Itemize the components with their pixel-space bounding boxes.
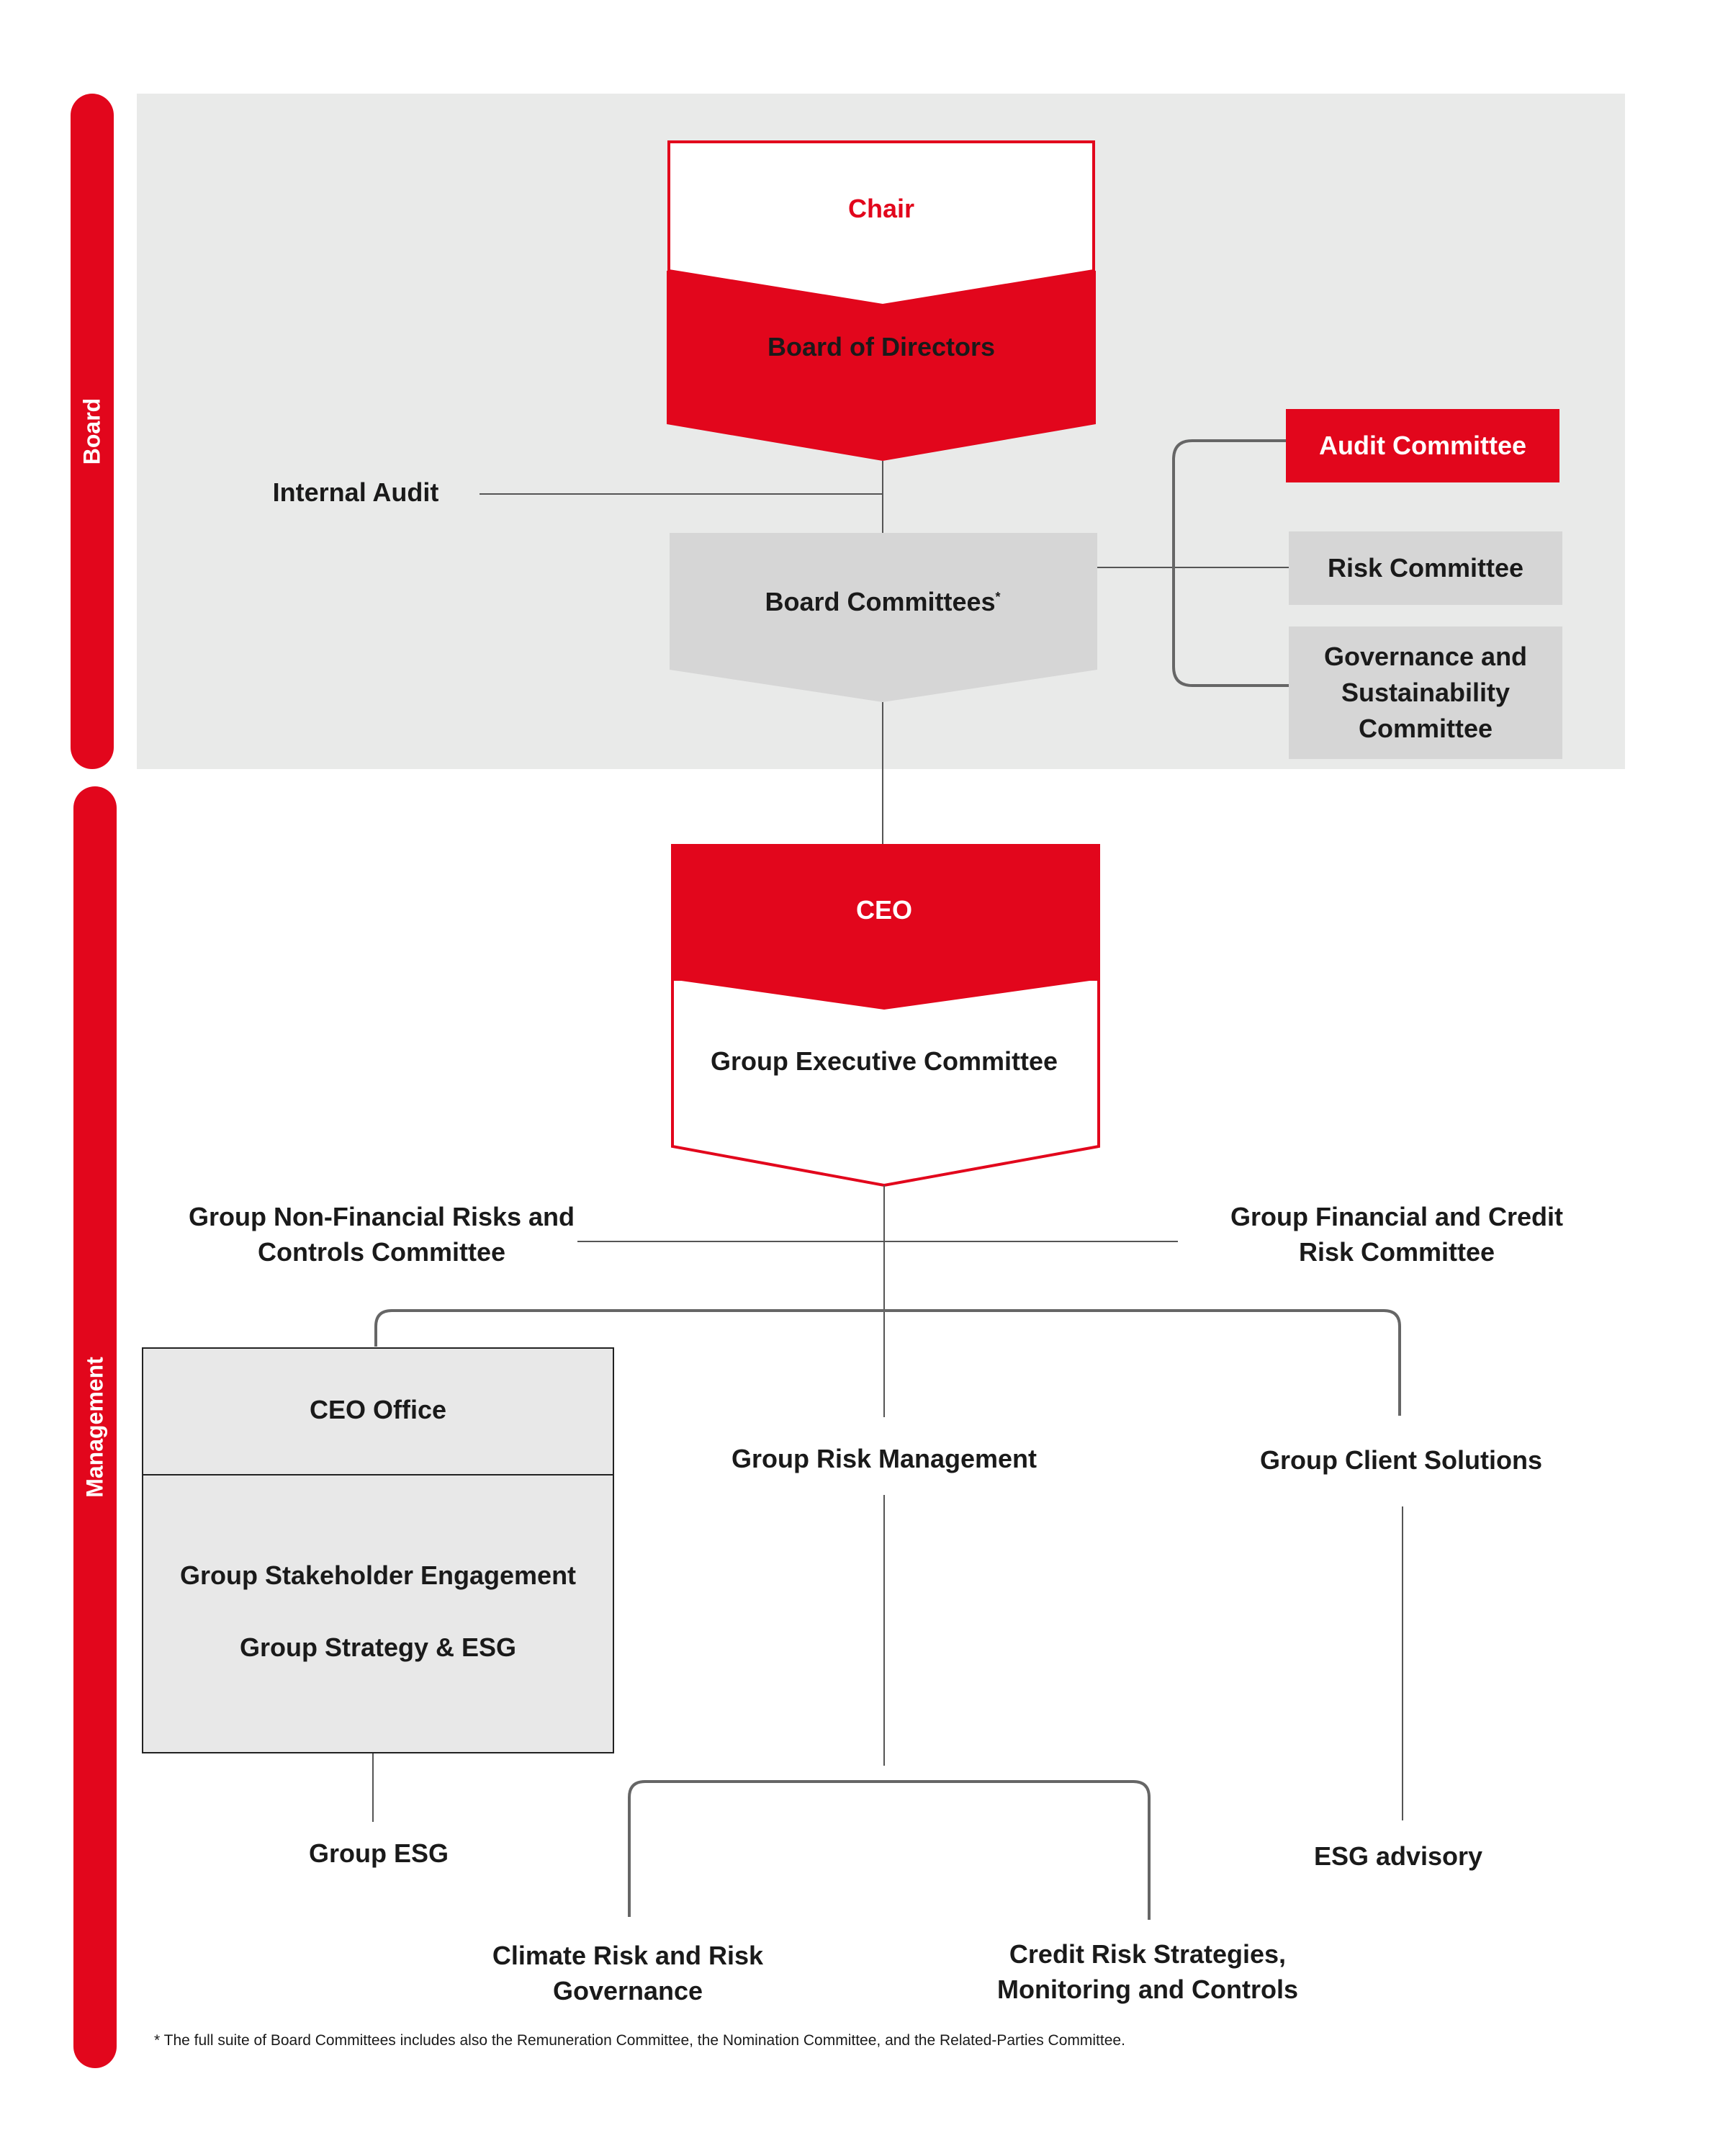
non-financial-risks-committee-label: Group Non-Financial Risks and Controls C… <box>189 1200 575 1270</box>
group-risk-management-label: Group Risk Management <box>731 1444 1037 1473</box>
esg-advisory-label: ESG advisory <box>1313 1841 1483 1871</box>
board-committees-label: Board Committees* <box>765 585 1000 620</box>
management-sidebar <box>73 786 117 2068</box>
ceo-office-label: CEO Office <box>309 1395 447 1424</box>
group-executive-committee-shape <box>671 978 1100 1187</box>
climate-risk-governance-label: Climate Risk and Risk Governance <box>492 1939 763 2008</box>
ceo-shape <box>671 844 1100 1010</box>
internal-audit-label: Internal Audit <box>272 477 439 507</box>
audit-committee: Audit Committee <box>1319 431 1526 461</box>
group-stakeholder-engagement-label: Group Stakeholder Engagement <box>179 1560 577 1590</box>
governance-committee-line-2: Sustainability <box>1341 678 1511 708</box>
audit-committee-shape <box>1286 409 1559 482</box>
financial-credit-line-1: Group Financial and Credit <box>1230 1202 1564 1231</box>
footnote: * The full suite of Board Committees inc… <box>154 2032 1125 2049</box>
chair-shape <box>667 140 1095 307</box>
governance-committee-shape <box>1289 626 1562 759</box>
board-of-directors-shape <box>667 271 1096 461</box>
credit-risk-line-1: Credit Risk Strategies, <box>1009 1939 1287 1969</box>
climate-risk-line-1: Climate Risk and Risk <box>492 1941 764 1970</box>
group-strategy-esg-label: Group Strategy & ESG <box>239 1632 517 1662</box>
governance-committee-line-1: Governance and <box>1323 642 1528 672</box>
risk-committee-shape <box>1289 531 1562 605</box>
financial-credit-line-2: Risk Committee <box>1298 1236 1495 1267</box>
group-client-solutions-label: Group Client Solutions <box>1260 1445 1542 1475</box>
board-sidebar <box>71 94 114 769</box>
board-committees-text: Board Committees <box>765 587 996 616</box>
chair-label: Chair <box>847 194 915 223</box>
non-financial-line-1: Group Non-Financial Risks and <box>188 1202 575 1231</box>
non-financial-line-2: Controls Committee <box>257 1236 506 1267</box>
credit-risk-line-2: Monitoring and Controls <box>997 1974 1298 2004</box>
governance-committee-line-3: Committee <box>1358 713 1493 743</box>
ceo-label: CEO <box>855 895 913 925</box>
group-esg-label: Group ESG <box>308 1838 449 1868</box>
climate-risk-line-2: Governance <box>552 1975 703 2005</box>
governance-sustainability-committee: Governance and Sustainability Committee <box>1289 626 1562 759</box>
board-committees-footnote-mark: * <box>995 590 1001 604</box>
board-committees-shape <box>670 533 1097 702</box>
risk-committee: Risk Committee <box>1327 553 1524 583</box>
ceo-office-box <box>142 1347 614 1753</box>
board-of-directors-label: Board of Directors <box>767 332 996 361</box>
credit-risk-strategies-label: Credit Risk Strategies, Monitoring and C… <box>997 1937 1298 2007</box>
financial-credit-risk-committee-label: Group Financial and Credit Risk Committe… <box>1230 1200 1563 1270</box>
group-executive-committee-label: Group Executive Committee <box>710 1046 1058 1076</box>
